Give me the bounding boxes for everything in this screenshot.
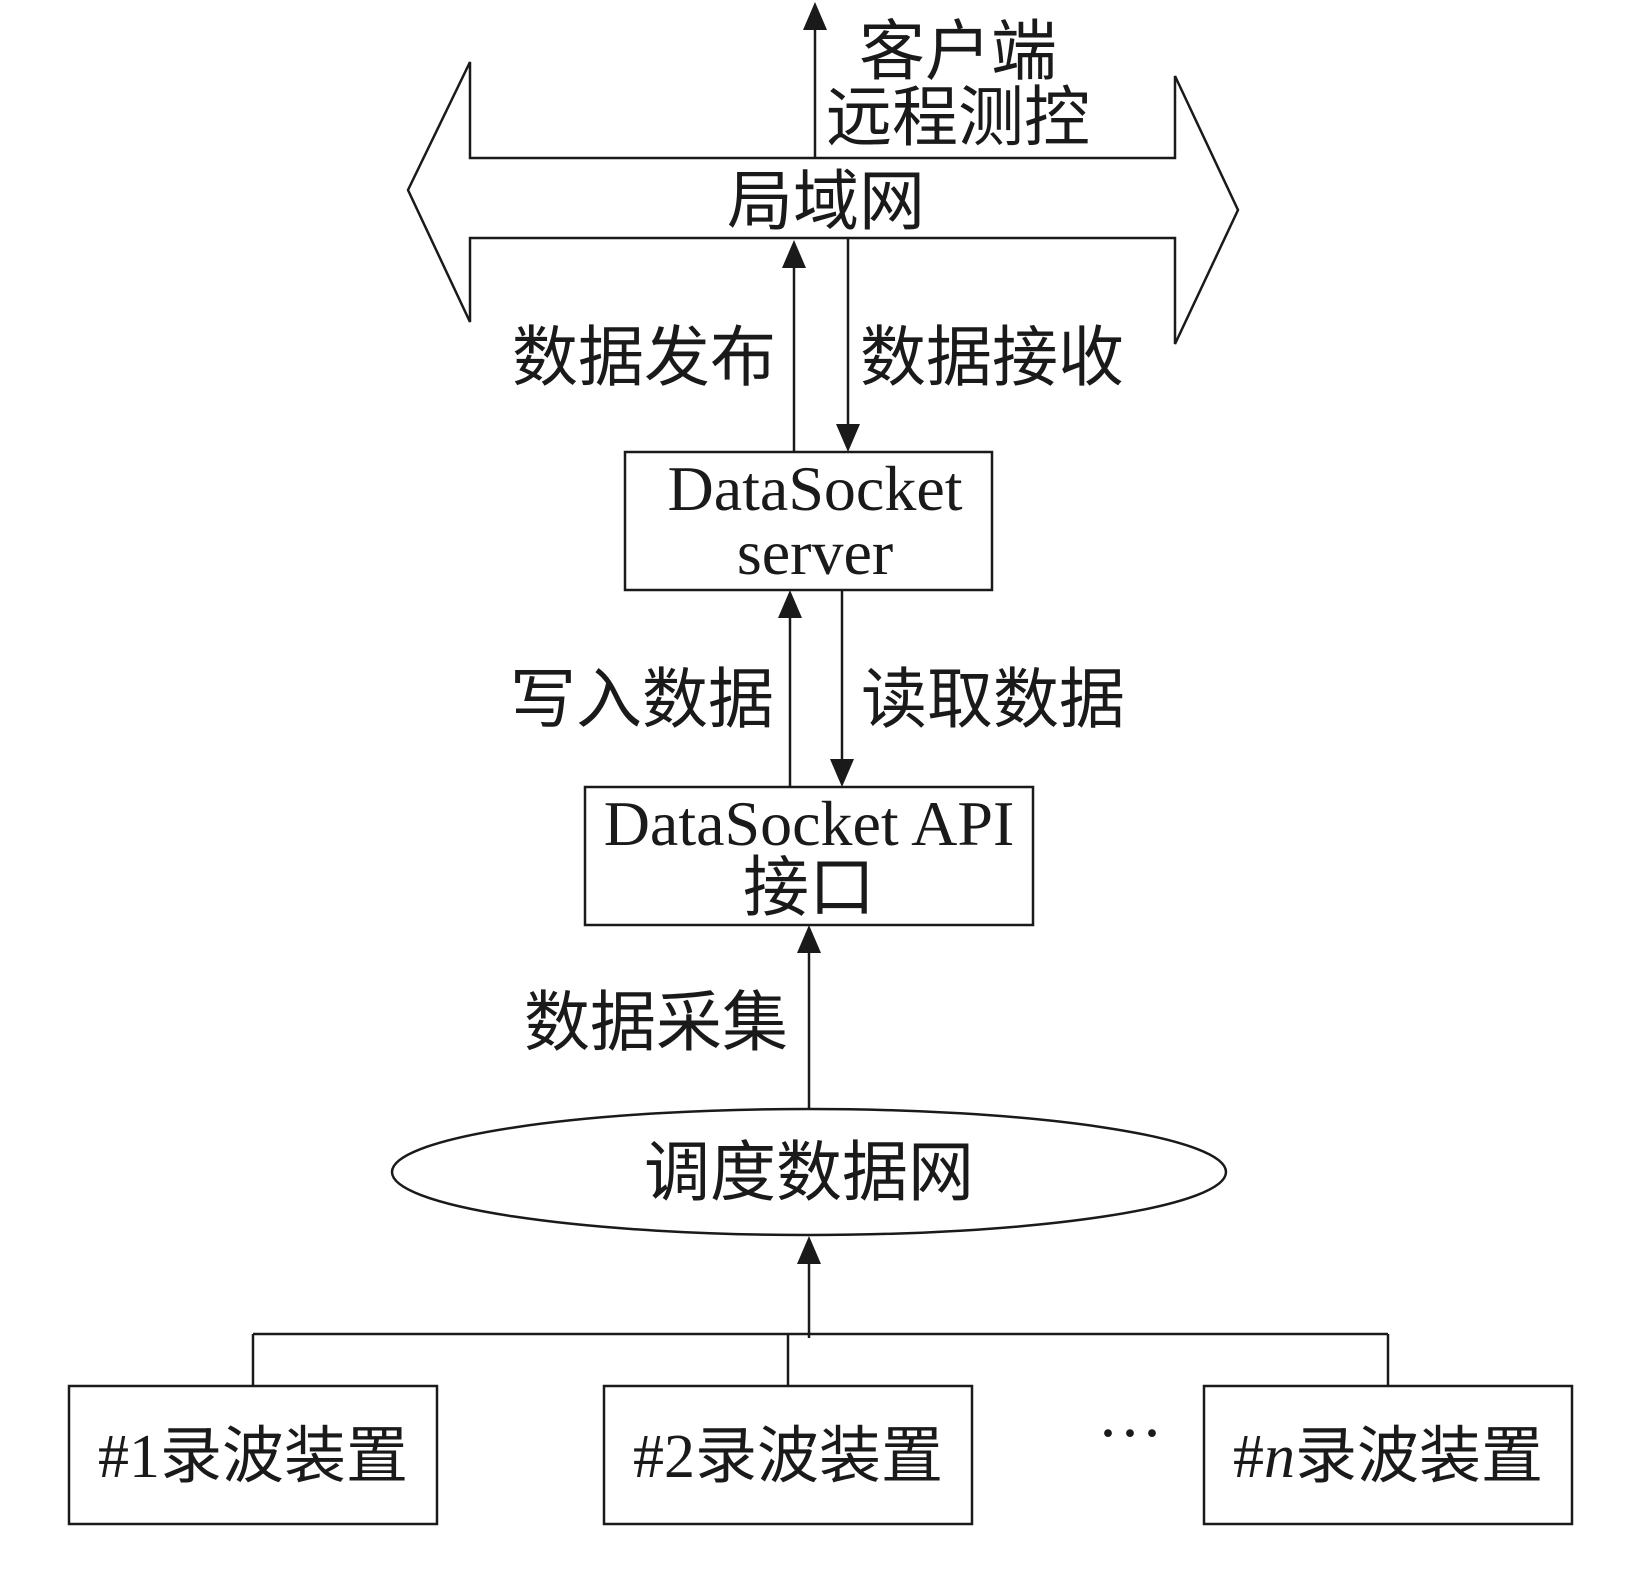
device-2-name: 录波装置 (695, 1423, 943, 1491)
client-label-line2: 远程测控 (826, 82, 1090, 155)
device-2-prefix: #2 (633, 1423, 695, 1491)
client-arrow-head (803, 2, 827, 30)
device-1-label: #1录波装置 (98, 1423, 408, 1491)
publish-label: 数据发布 (512, 322, 776, 395)
server-label-line1: DataSocket (668, 453, 963, 524)
dispatch-network-ellipse (390, 1107, 1228, 1237)
device-n-variable: n (1264, 1423, 1295, 1491)
api-label-line2: 接口 (743, 852, 875, 925)
read-arrow-head (830, 759, 854, 787)
bus-arrow-head (797, 1236, 821, 1264)
device-n-box (1202, 1384, 1574, 1526)
lan-label: 局域网 (727, 166, 925, 239)
device-1-prefix: #1 (98, 1423, 160, 1491)
receive-arrow-head (836, 424, 860, 452)
receive-label: 数据接收 (860, 322, 1124, 395)
acquire-arrow-head (797, 925, 821, 953)
devices-ellipsis: ··· (1097, 1397, 1163, 1470)
publish-arrow-head (782, 240, 806, 268)
read-label: 读取数据 (861, 664, 1125, 737)
acquire-label: 数据采集 (524, 987, 788, 1060)
device-n-label: #n录波装置 (1233, 1423, 1543, 1491)
write-arrow-head (778, 590, 802, 618)
device-n-name: 录波装置 (1295, 1423, 1543, 1491)
api-label-line1: DataSocket API (604, 788, 1015, 859)
device-2-box (602, 1384, 974, 1526)
device-1-name: 录波装置 (160, 1423, 408, 1491)
client-label-line1: 客户端 (859, 16, 1057, 89)
device-1-box (67, 1384, 439, 1526)
write-label: 写入数据 (510, 664, 774, 737)
lan-double-arrow (406, 61, 1240, 345)
datasocket-server-box (623, 450, 994, 592)
device-n-prefix: # (1233, 1423, 1264, 1491)
datasocket-api-box (583, 785, 1035, 927)
dispatch-network-label: 调度数据网 (644, 1137, 974, 1210)
server-label-line2: server (737, 517, 893, 588)
device-2-label: #2录波装置 (633, 1423, 943, 1491)
